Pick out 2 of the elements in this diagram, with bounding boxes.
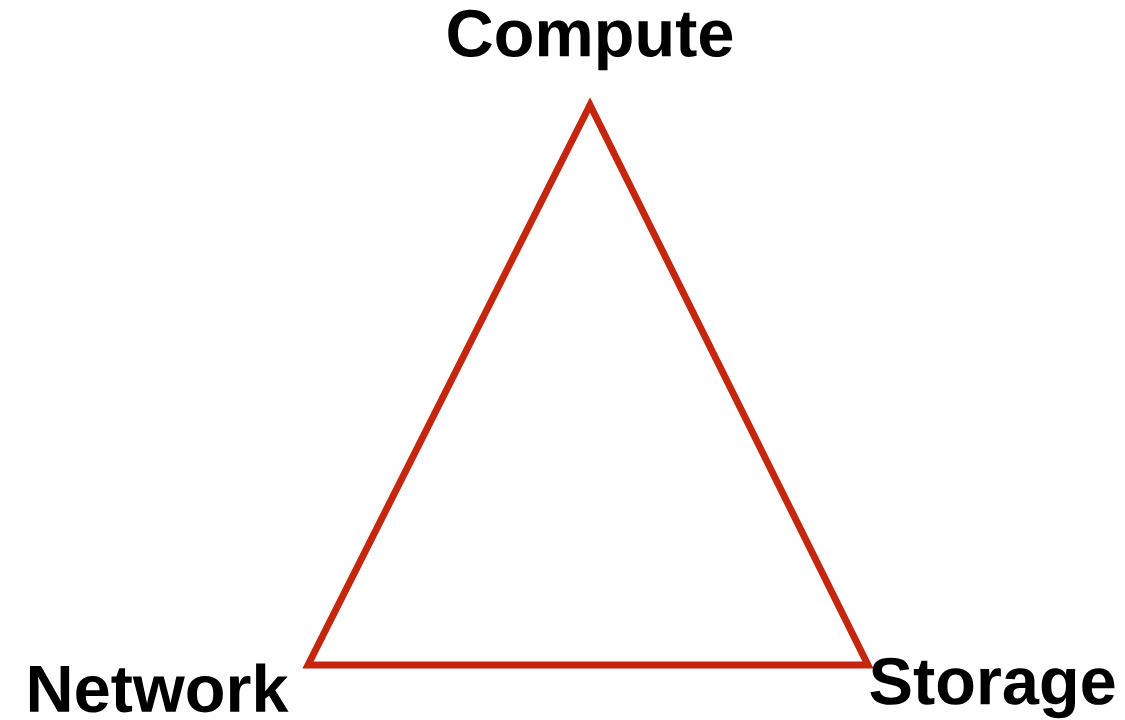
- vertex-label: Network: [29, 663, 289, 713]
- vertex-label: Storage: [870, 657, 1115, 719]
